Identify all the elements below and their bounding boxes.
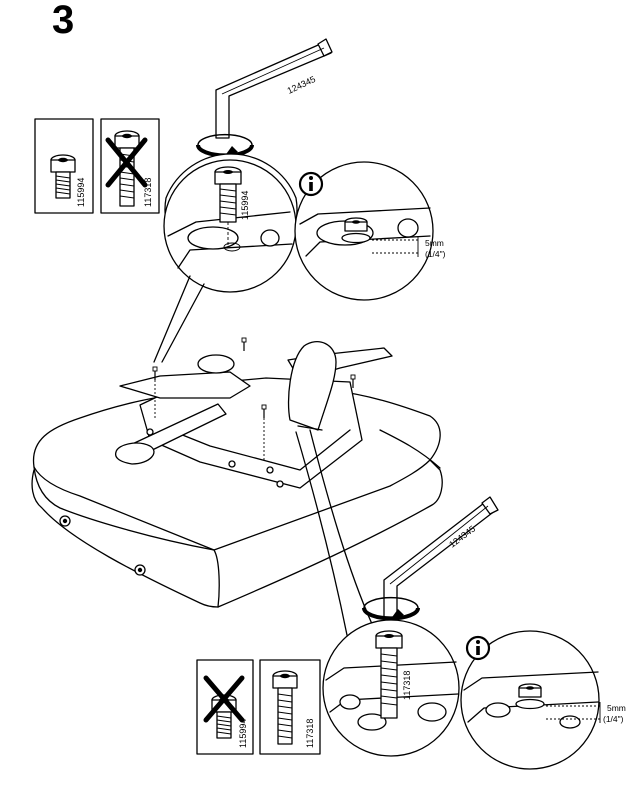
hex-key-part-number: 124345 xyxy=(286,74,317,96)
cross-out-icon xyxy=(203,675,245,723)
bottom-correct-screw-box: 117318 xyxy=(259,659,321,755)
bottom-info-detail: 5mm (1/4") xyxy=(460,630,626,770)
callout-screw-part-number: 115994 xyxy=(240,191,250,220)
top-correct-screw-box: 115994 xyxy=(34,118,94,214)
wrong-screw-part-number: 115994 xyxy=(238,719,248,748)
seat-mechanism xyxy=(114,337,393,489)
cross-out-icon xyxy=(105,137,148,188)
bottom-callout-leaders xyxy=(295,429,373,641)
top-wrong-screw-box: 117318 xyxy=(100,118,160,214)
insert-nut-right xyxy=(134,564,146,576)
hex-key-top: 124345 xyxy=(215,38,333,139)
step-number: 3 xyxy=(52,0,74,42)
gap-measurement: 5mm xyxy=(607,703,626,713)
screw-icon xyxy=(50,154,76,199)
gap-measurement-imperial: (1/4") xyxy=(425,249,446,259)
insert-nut-left xyxy=(59,515,71,527)
gap-measurement: 5mm xyxy=(425,238,444,248)
callout-screw-part-number: 117318 xyxy=(402,671,412,700)
correct-screw-part-number: 117318 xyxy=(305,719,315,748)
top-info-detail: 5mm (1/4") xyxy=(294,161,446,301)
top-screw-callout: 115994 xyxy=(153,153,298,363)
wrong-screw-part-number: 117318 xyxy=(143,178,153,207)
gap-measurement-imperial: (1/4") xyxy=(603,714,624,724)
info-icon xyxy=(465,635,491,661)
info-icon xyxy=(298,171,324,197)
bottom-wrong-screw-box: 115994 xyxy=(196,659,254,755)
correct-screw-part-number: 115994 xyxy=(76,178,86,207)
rotate-arrow-icon xyxy=(362,596,420,621)
hex-key-bottom: 124345 xyxy=(383,496,499,623)
screw-icon xyxy=(272,670,298,745)
bottom-screw-callout: 117318 xyxy=(322,619,460,757)
